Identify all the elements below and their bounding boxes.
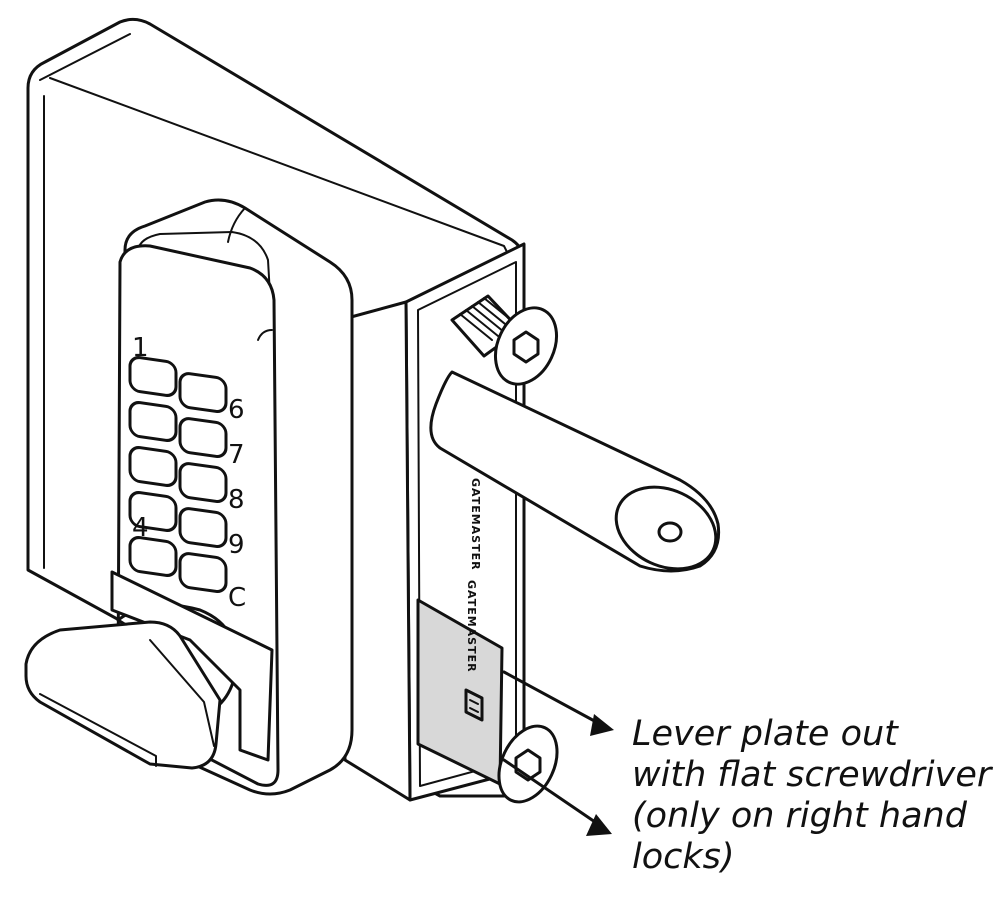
key-left-2: [128, 401, 178, 442]
key-label-right-2: 7: [228, 440, 245, 470]
keypad-buttons: [128, 356, 228, 593]
key-right-1: [178, 372, 228, 413]
key-label-right-1: 6: [228, 395, 245, 425]
key-labels: 1 4 6 7 8 9 C: [132, 333, 246, 613]
key-label-left-5: 4: [132, 513, 149, 543]
key-right-2: [178, 417, 228, 458]
caption-line-4: locks): [632, 837, 735, 877]
caption-line-3: (only on right hand: [632, 796, 967, 836]
key-left-1: [128, 356, 178, 397]
key-label-right-3: 8: [228, 485, 245, 515]
key-right-3: [178, 462, 228, 503]
key-left-3: [128, 446, 178, 487]
callout-caption: Lever plate out with flat screwdriver (o…: [632, 714, 992, 878]
top-screw: [450, 294, 558, 386]
key-left-5: [128, 536, 178, 577]
arrow-head-lower: [586, 814, 612, 836]
key-label-right-4: 9: [228, 530, 245, 560]
arrow-line-lower: [502, 758, 600, 826]
caption-line-1: Lever plate out: [632, 714, 898, 754]
thumb-turn-knob: [24, 570, 274, 770]
arrow-head-upper: [590, 714, 614, 736]
brand-label: GATEMASTER GATEMASTER: [465, 478, 482, 673]
key-right-4: [178, 507, 228, 548]
key-left-4: [128, 491, 178, 532]
caption-line-2: with flat screwdriver: [632, 755, 992, 795]
arrow-line-upper: [502, 670, 602, 726]
callout-arrows: [502, 670, 614, 836]
key-label-left-1: 1: [132, 333, 149, 363]
key-label-right-5: C: [228, 583, 246, 613]
brand-text-lower: GATEMASTER: [465, 580, 478, 673]
key-right-5: [178, 552, 228, 593]
brand-text-upper: GATEMASTER: [469, 478, 482, 571]
lock-bolt: [429, 370, 721, 573]
